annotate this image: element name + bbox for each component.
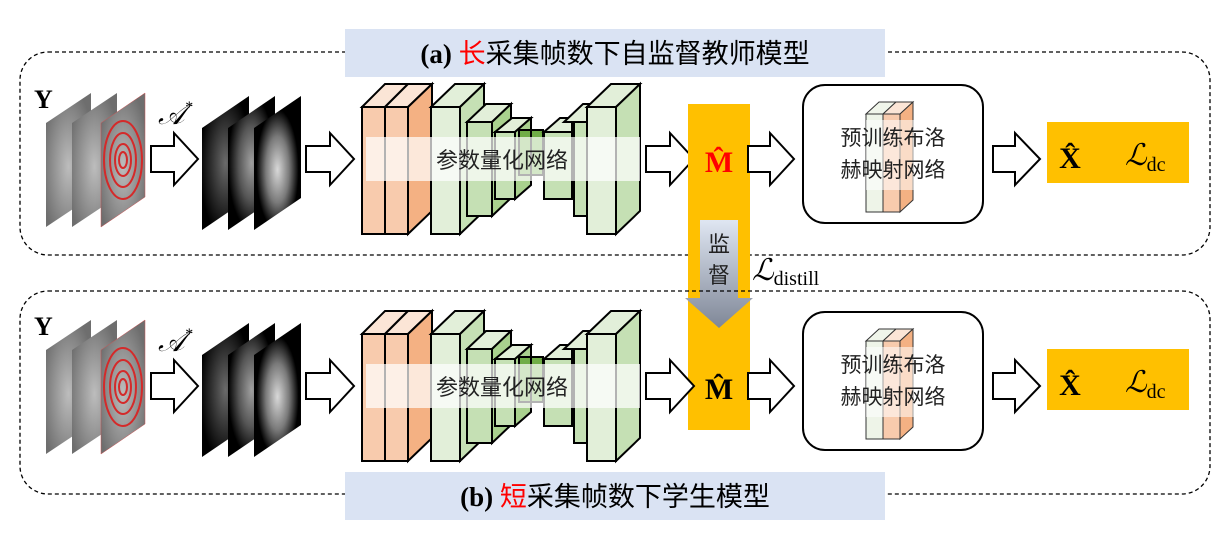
mapping-label-line2: 赫映射网络 — [841, 385, 946, 409]
student-title-highlight: 短 — [500, 482, 527, 513]
input-y-label: Y — [34, 85, 53, 114]
arrow-icon — [992, 357, 1042, 415]
arrow-icon — [305, 357, 356, 415]
arrow-icon — [992, 130, 1042, 188]
student-panel: (b) 短采集帧数下学生模型 Y 𝒜* — [19, 290, 1211, 520]
arrow-icon — [150, 357, 200, 415]
kspace-stack-icon — [46, 92, 146, 228]
mapping-label-bg — [866, 120, 916, 190]
mapping-label-bg — [866, 347, 916, 417]
mapping-label-line1: 预训练布洛 — [841, 126, 946, 150]
output-x-hat-label: X̂ — [1059, 369, 1081, 402]
teacher-panel-right: M̂ 预训练布洛 赫映射网络 X̂ ℒdc — [705, 84, 1189, 224]
adjoint-operator-label: 𝒜* — [158, 99, 193, 131]
teacher-title-prefix: (a) — [420, 39, 458, 69]
supervision-label-line2: 督 — [708, 264, 730, 289]
teacher-title: (a) 长采集帧数下自监督教师模型 — [420, 39, 809, 70]
student-title-bg — [345, 472, 885, 520]
mapping-label-line1: 预训练布洛 — [841, 353, 946, 377]
arrow-icon — [747, 130, 796, 188]
arrow-icon — [150, 130, 200, 188]
student-title-rest: 采集帧数下学生模型 — [527, 482, 770, 513]
arrow-icon — [645, 130, 696, 188]
dc-loss-label: ℒdc — [1125, 139, 1166, 176]
output-box — [1047, 122, 1189, 183]
dc-loss-label: ℒdc — [1125, 366, 1166, 403]
teacher-m-hat-label: M̂ — [705, 146, 733, 179]
teacher-title-rest: 采集帧数下自监督教师模型 — [486, 39, 810, 70]
supervision-label-line1: 监 — [708, 233, 730, 258]
teacher-title-bg — [345, 29, 885, 77]
student-m-hat-label: M̂ — [705, 373, 733, 406]
teacher-panel: (a) 长采集帧数下自监督教师模型 Y 𝒜* — [19, 29, 1211, 256]
output-box — [1047, 349, 1189, 410]
mapping-label-line2: 赫映射网络 — [841, 158, 946, 182]
mri-image-stack-icon — [202, 323, 301, 457]
kspace-stack-icon — [46, 319, 146, 455]
teacher-title-highlight: 长 — [459, 39, 486, 70]
supervision-arrow: 监 督 ℒdistill — [685, 220, 820, 328]
input-y-label: Y — [34, 312, 53, 341]
adjoint-operator-label: 𝒜* — [158, 326, 193, 358]
arrow-icon — [747, 357, 796, 415]
network-label: 参数量化网络 — [436, 376, 568, 401]
arrow-icon — [305, 130, 356, 188]
down-arrow-icon — [685, 220, 753, 328]
student-title: (b) 短采集帧数下学生模型 — [460, 482, 770, 513]
distill-loss-label: ℒdistill — [752, 254, 820, 290]
network-label-bg — [366, 364, 640, 408]
network-label-bg — [366, 137, 640, 181]
student-title-prefix: (b) — [460, 482, 500, 512]
mri-image-stack-icon — [202, 96, 301, 230]
network-label: 参数量化网络 — [436, 149, 568, 174]
output-x-hat-label: X̂ — [1059, 142, 1081, 175]
arrow-icon — [645, 357, 696, 415]
